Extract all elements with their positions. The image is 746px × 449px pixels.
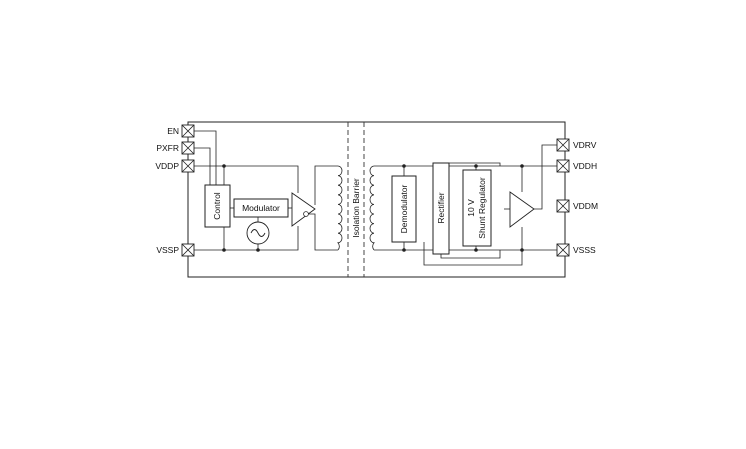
pin-label-vddh: VDDH <box>573 161 597 171</box>
control-label: Control <box>212 192 222 220</box>
shunt-regulator-label-line1: 10 V <box>466 199 476 217</box>
junction-dot <box>256 248 260 252</box>
transformer-secondary-coil-icon <box>369 165 375 251</box>
junction-dot <box>222 164 226 168</box>
junction-dot <box>402 164 406 168</box>
pin-label-en: EN <box>167 126 179 136</box>
pin-vssp: VSSP <box>156 243 195 257</box>
shunt-regulator-label-line2: Shunt Regulator <box>477 177 487 239</box>
wire-amp-vdrv <box>534 144 563 210</box>
pin-label-vddp: VDDP <box>155 161 179 171</box>
wire-vssp-rail <box>194 226 299 251</box>
pin-pxfr: PXFR <box>156 141 195 155</box>
wire-driver-primary-bottom <box>309 213 338 251</box>
junction-dot <box>474 164 478 168</box>
isolation-barrier-label: Isolation Barrier <box>351 178 361 238</box>
pin-vddp: VDDP <box>155 159 195 173</box>
junction-dot <box>222 248 226 252</box>
pin-label-vsss: VSSS <box>573 245 596 255</box>
rectifier-block <box>432 162 450 255</box>
pin-label-vssp: VSSP <box>156 245 179 255</box>
wire-rectifier-lower <box>440 250 501 259</box>
modulator-label: Modulator <box>242 203 280 213</box>
pin-en: EN <box>167 124 195 138</box>
wire-vddp-rail <box>194 165 299 193</box>
rectifier-label: Rectifier <box>436 192 446 223</box>
junction-dot <box>402 248 406 252</box>
pin-vsss: VSSS <box>556 243 596 257</box>
wire-driver-primary-top <box>314 165 338 205</box>
demodulator-label: Demodulator <box>399 185 409 234</box>
pin-label-vddm: VDDM <box>573 201 598 211</box>
pin-vddm: VDDM <box>556 199 598 213</box>
pin-vdrv: VDRV <box>556 138 597 152</box>
transformer-primary-coil-icon <box>337 165 343 251</box>
demodulator-block <box>391 175 417 243</box>
wire-pxfr <box>194 147 211 185</box>
amplifier-icon <box>509 191 535 228</box>
wire-rectifier-top <box>440 162 501 166</box>
wire-en <box>194 130 217 185</box>
pin-label-vdrv: VDRV <box>573 140 597 150</box>
shunt-regulator-block <box>462 169 492 247</box>
modulator-block <box>233 198 289 218</box>
junction-dot <box>474 248 478 252</box>
junction-dot <box>520 248 524 252</box>
pin-vddh: VDDH <box>556 159 597 173</box>
control-block <box>204 184 231 228</box>
ac-source-icon <box>246 221 270 245</box>
pin-label-pxfr: PXFR <box>156 143 179 153</box>
buffer-amplifier-icon <box>291 192 316 227</box>
junction-dot <box>520 164 524 168</box>
wire-demod-amp <box>423 227 523 266</box>
chip-outline <box>187 121 566 278</box>
